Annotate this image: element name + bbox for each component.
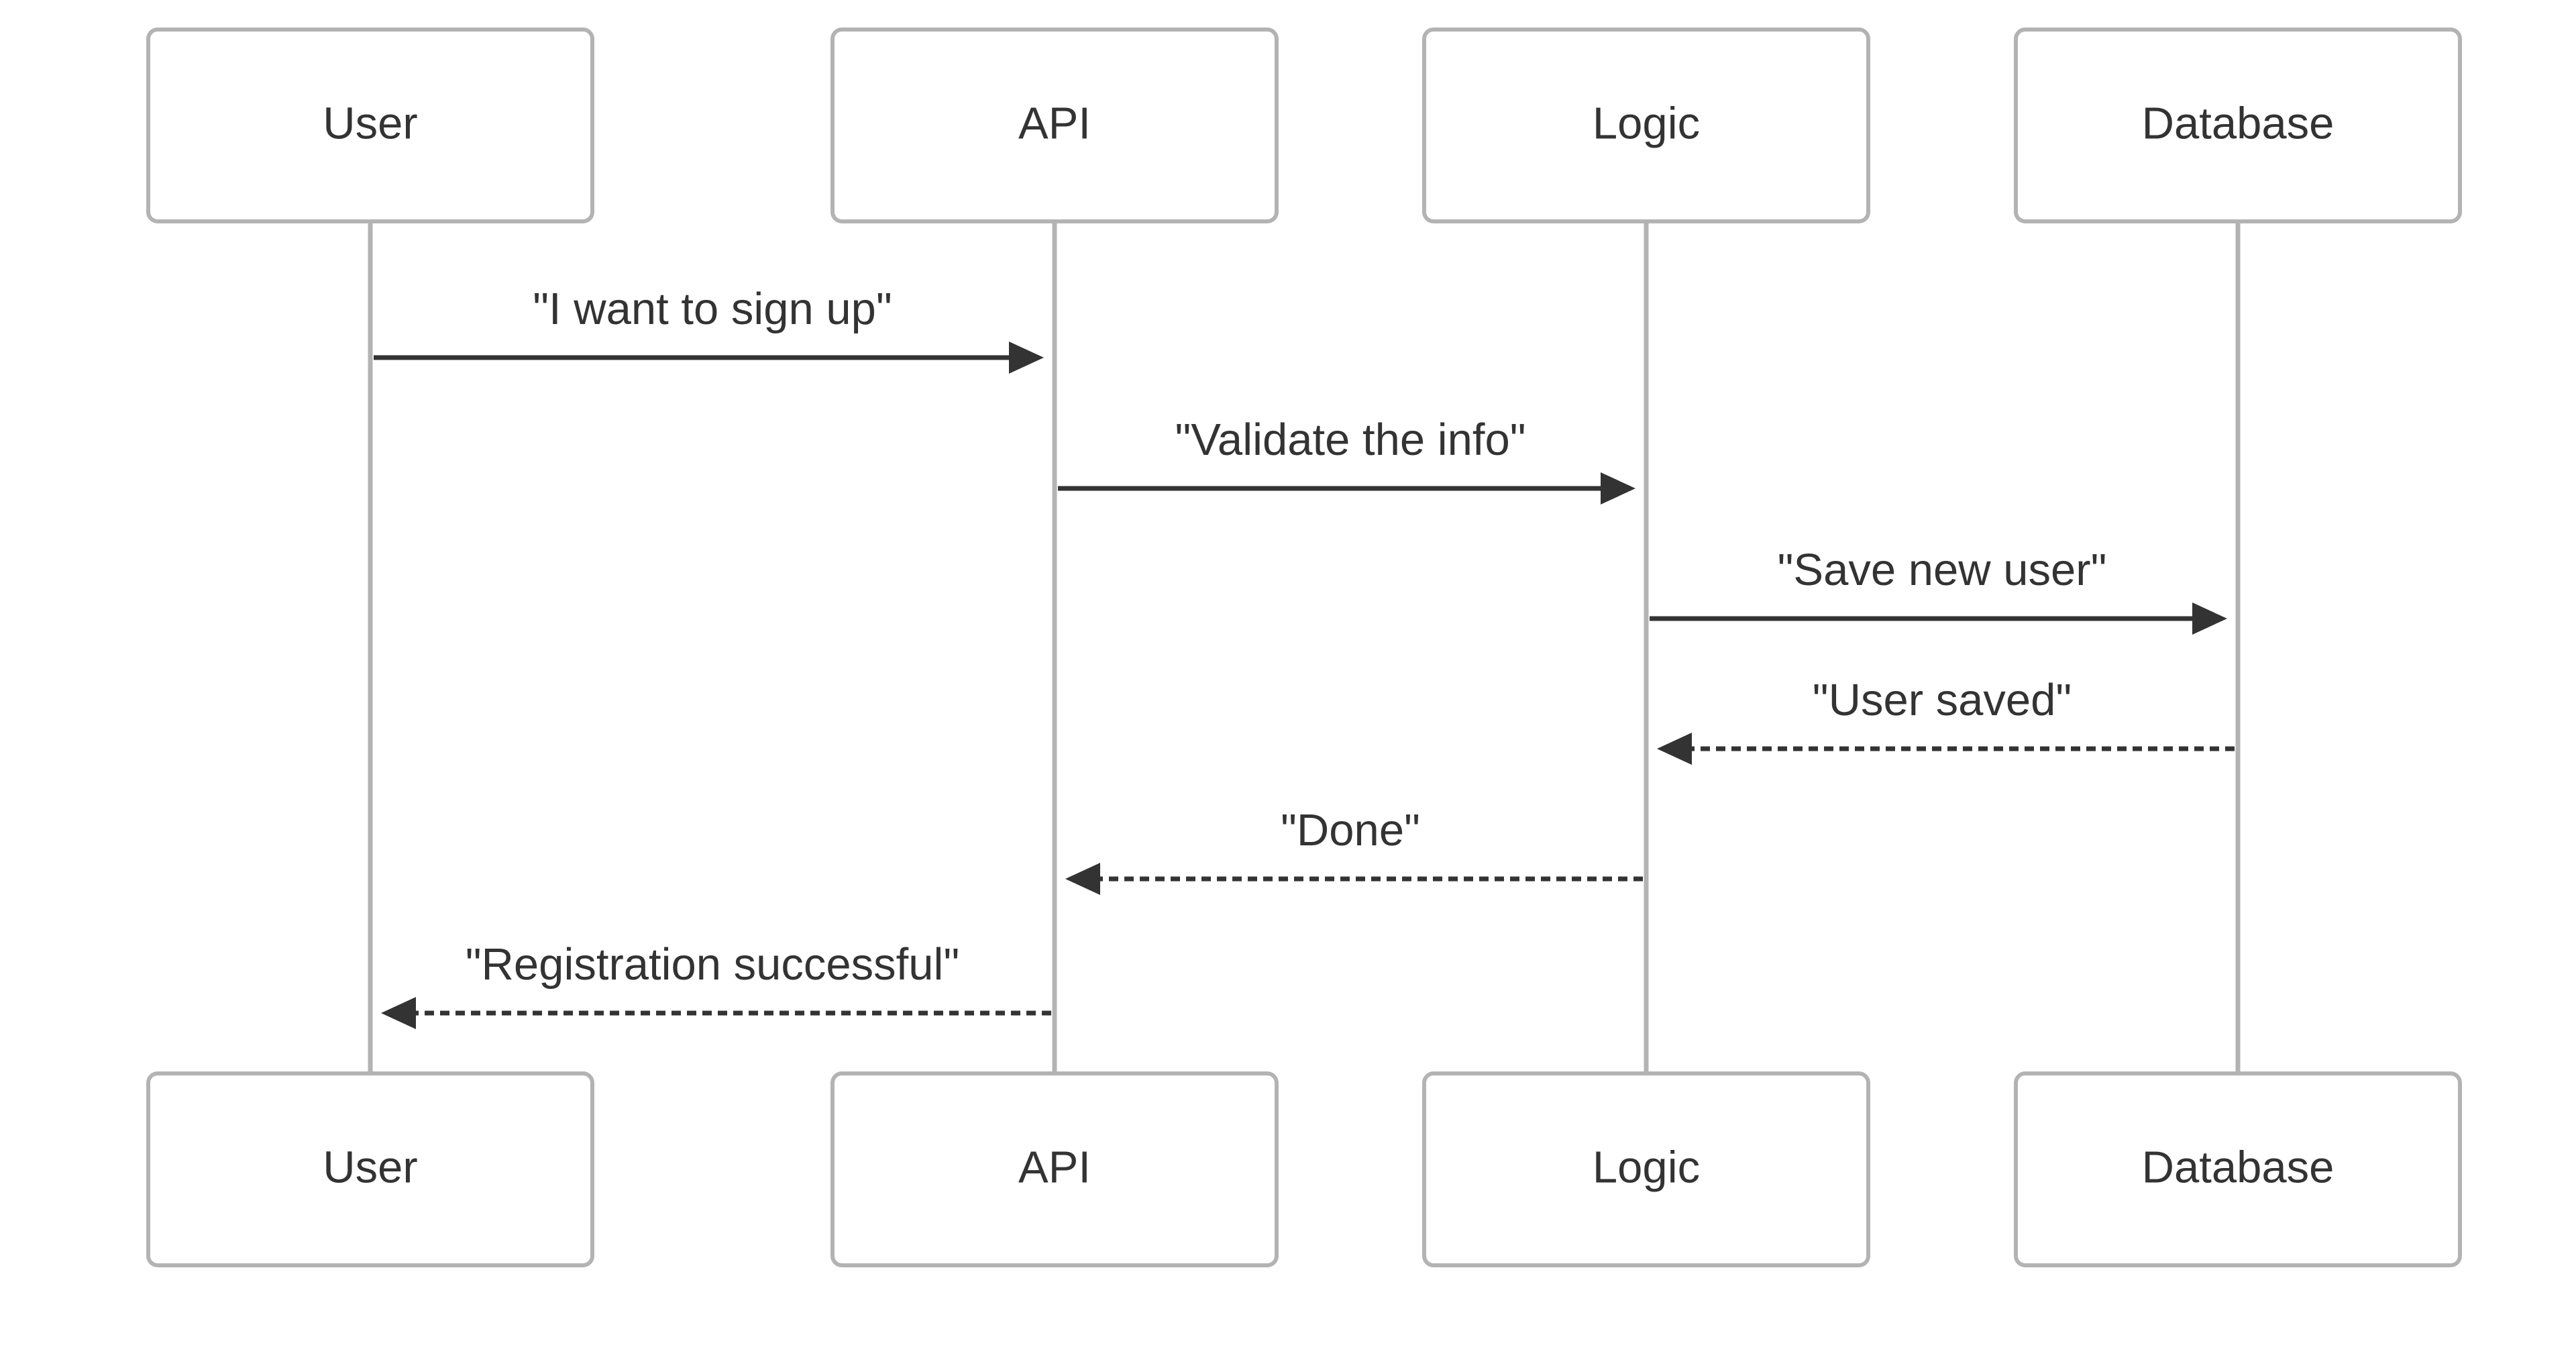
participant-label: Database — [2142, 1143, 2334, 1193]
participant-box — [2014, 1071, 2462, 1267]
message-1: "I want to sign up" — [374, 284, 1044, 374]
participant-logic-bottom: Logic — [1422, 1071, 1870, 1267]
message-3: "Save new user" — [1650, 545, 2227, 635]
participant-logic-top: Logic — [1422, 28, 1870, 223]
participants-bottom: User API Logic Database — [146, 1071, 2462, 1267]
participant-label: Logic — [1593, 1143, 1700, 1193]
message-label: "User saved" — [1813, 675, 2072, 725]
participant-box — [146, 28, 594, 223]
messages: "I want to sign up" "Validate the info" "S… — [374, 284, 2235, 1029]
participant-box — [1422, 1071, 1870, 1267]
participant-label: Database — [2142, 99, 2334, 149]
message-label: "Registration successful" — [466, 939, 959, 990]
participant-label: Logic — [1593, 99, 1700, 149]
message-arrowhead — [381, 997, 416, 1029]
participant-api-bottom: API — [830, 1071, 1279, 1267]
message-label: "I want to sign up" — [533, 284, 892, 334]
participants-top: User API Logic Database — [146, 28, 2462, 223]
message-label: "Save new user" — [1778, 545, 2107, 595]
participant-user-bottom: User — [146, 1071, 594, 1267]
participant-box — [2014, 28, 2462, 223]
participant-database-top: Database — [2014, 28, 2462, 223]
participant-label: API — [1018, 99, 1091, 149]
participant-user-top: User — [146, 28, 594, 223]
participant-label: User — [323, 99, 417, 149]
participant-box — [1422, 28, 1870, 223]
message-6: "Registration successful" — [381, 939, 1051, 1029]
message-4: "User saved" — [1657, 675, 2235, 765]
participant-box — [830, 1071, 1279, 1267]
message-label: "Validate the info" — [1175, 415, 1525, 465]
message-arrowhead — [1065, 863, 1100, 895]
message-arrowhead — [1601, 472, 1635, 505]
participant-api-top: API — [830, 28, 1279, 223]
message-5: "Done" — [1065, 805, 1643, 895]
message-arrowhead — [1657, 733, 1692, 765]
participant-database-bottom: Database — [2014, 1071, 2462, 1267]
message-arrowhead — [1009, 341, 1044, 374]
participant-label: API — [1018, 1143, 1091, 1193]
message-2: "Validate the info" — [1058, 415, 1635, 505]
lifelines — [368, 221, 2241, 1073]
participant-box — [146, 1071, 594, 1267]
message-arrowhead — [2192, 602, 2227, 635]
participant-label: User — [323, 1143, 417, 1193]
message-label: "Done" — [1281, 805, 1420, 855]
participant-box — [830, 28, 1279, 223]
